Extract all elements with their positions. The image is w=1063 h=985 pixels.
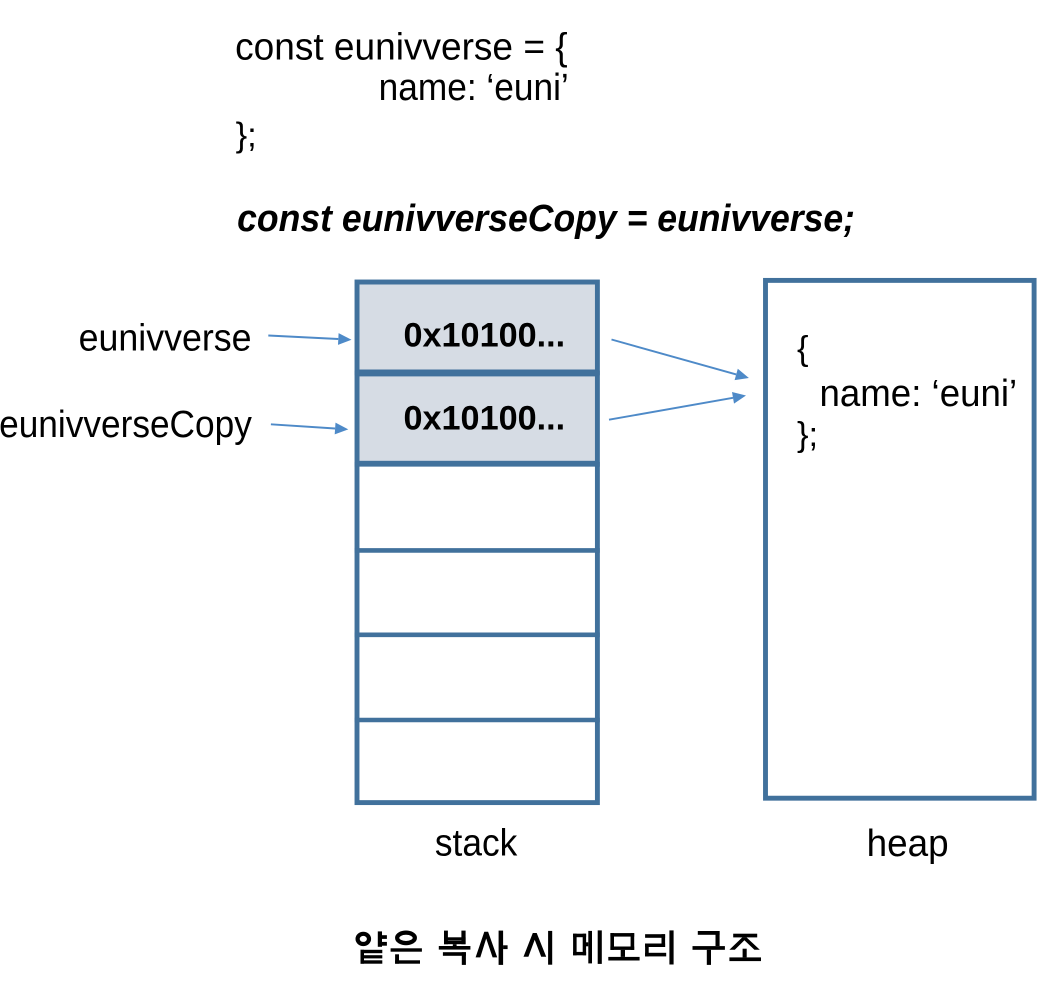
svg-text:0x10100...: 0x10100... (404, 316, 566, 354)
svg-text:0x10100...: 0x10100... (404, 399, 566, 437)
svg-text:};: }; (236, 116, 257, 154)
svg-text:eunivverse: eunivverse (79, 317, 252, 359)
svg-text:name: ‘euni’: name: ‘euni’ (379, 66, 569, 108)
svg-text:{: { (797, 330, 809, 368)
svg-text:eunivverseCopy: eunivverseCopy (0, 403, 252, 446)
svg-text:stack: stack (435, 821, 518, 863)
svg-text:};: }; (797, 416, 818, 454)
svg-text:const eunivverseCopy = eunivve: const eunivverseCopy = eunivverse; (237, 197, 855, 239)
svg-text:heap: heap (867, 821, 949, 864)
svg-text:const eunivverse = {: const eunivverse = { (235, 25, 568, 68)
svg-text:name: ‘euni’: name: ‘euni’ (820, 372, 1018, 415)
